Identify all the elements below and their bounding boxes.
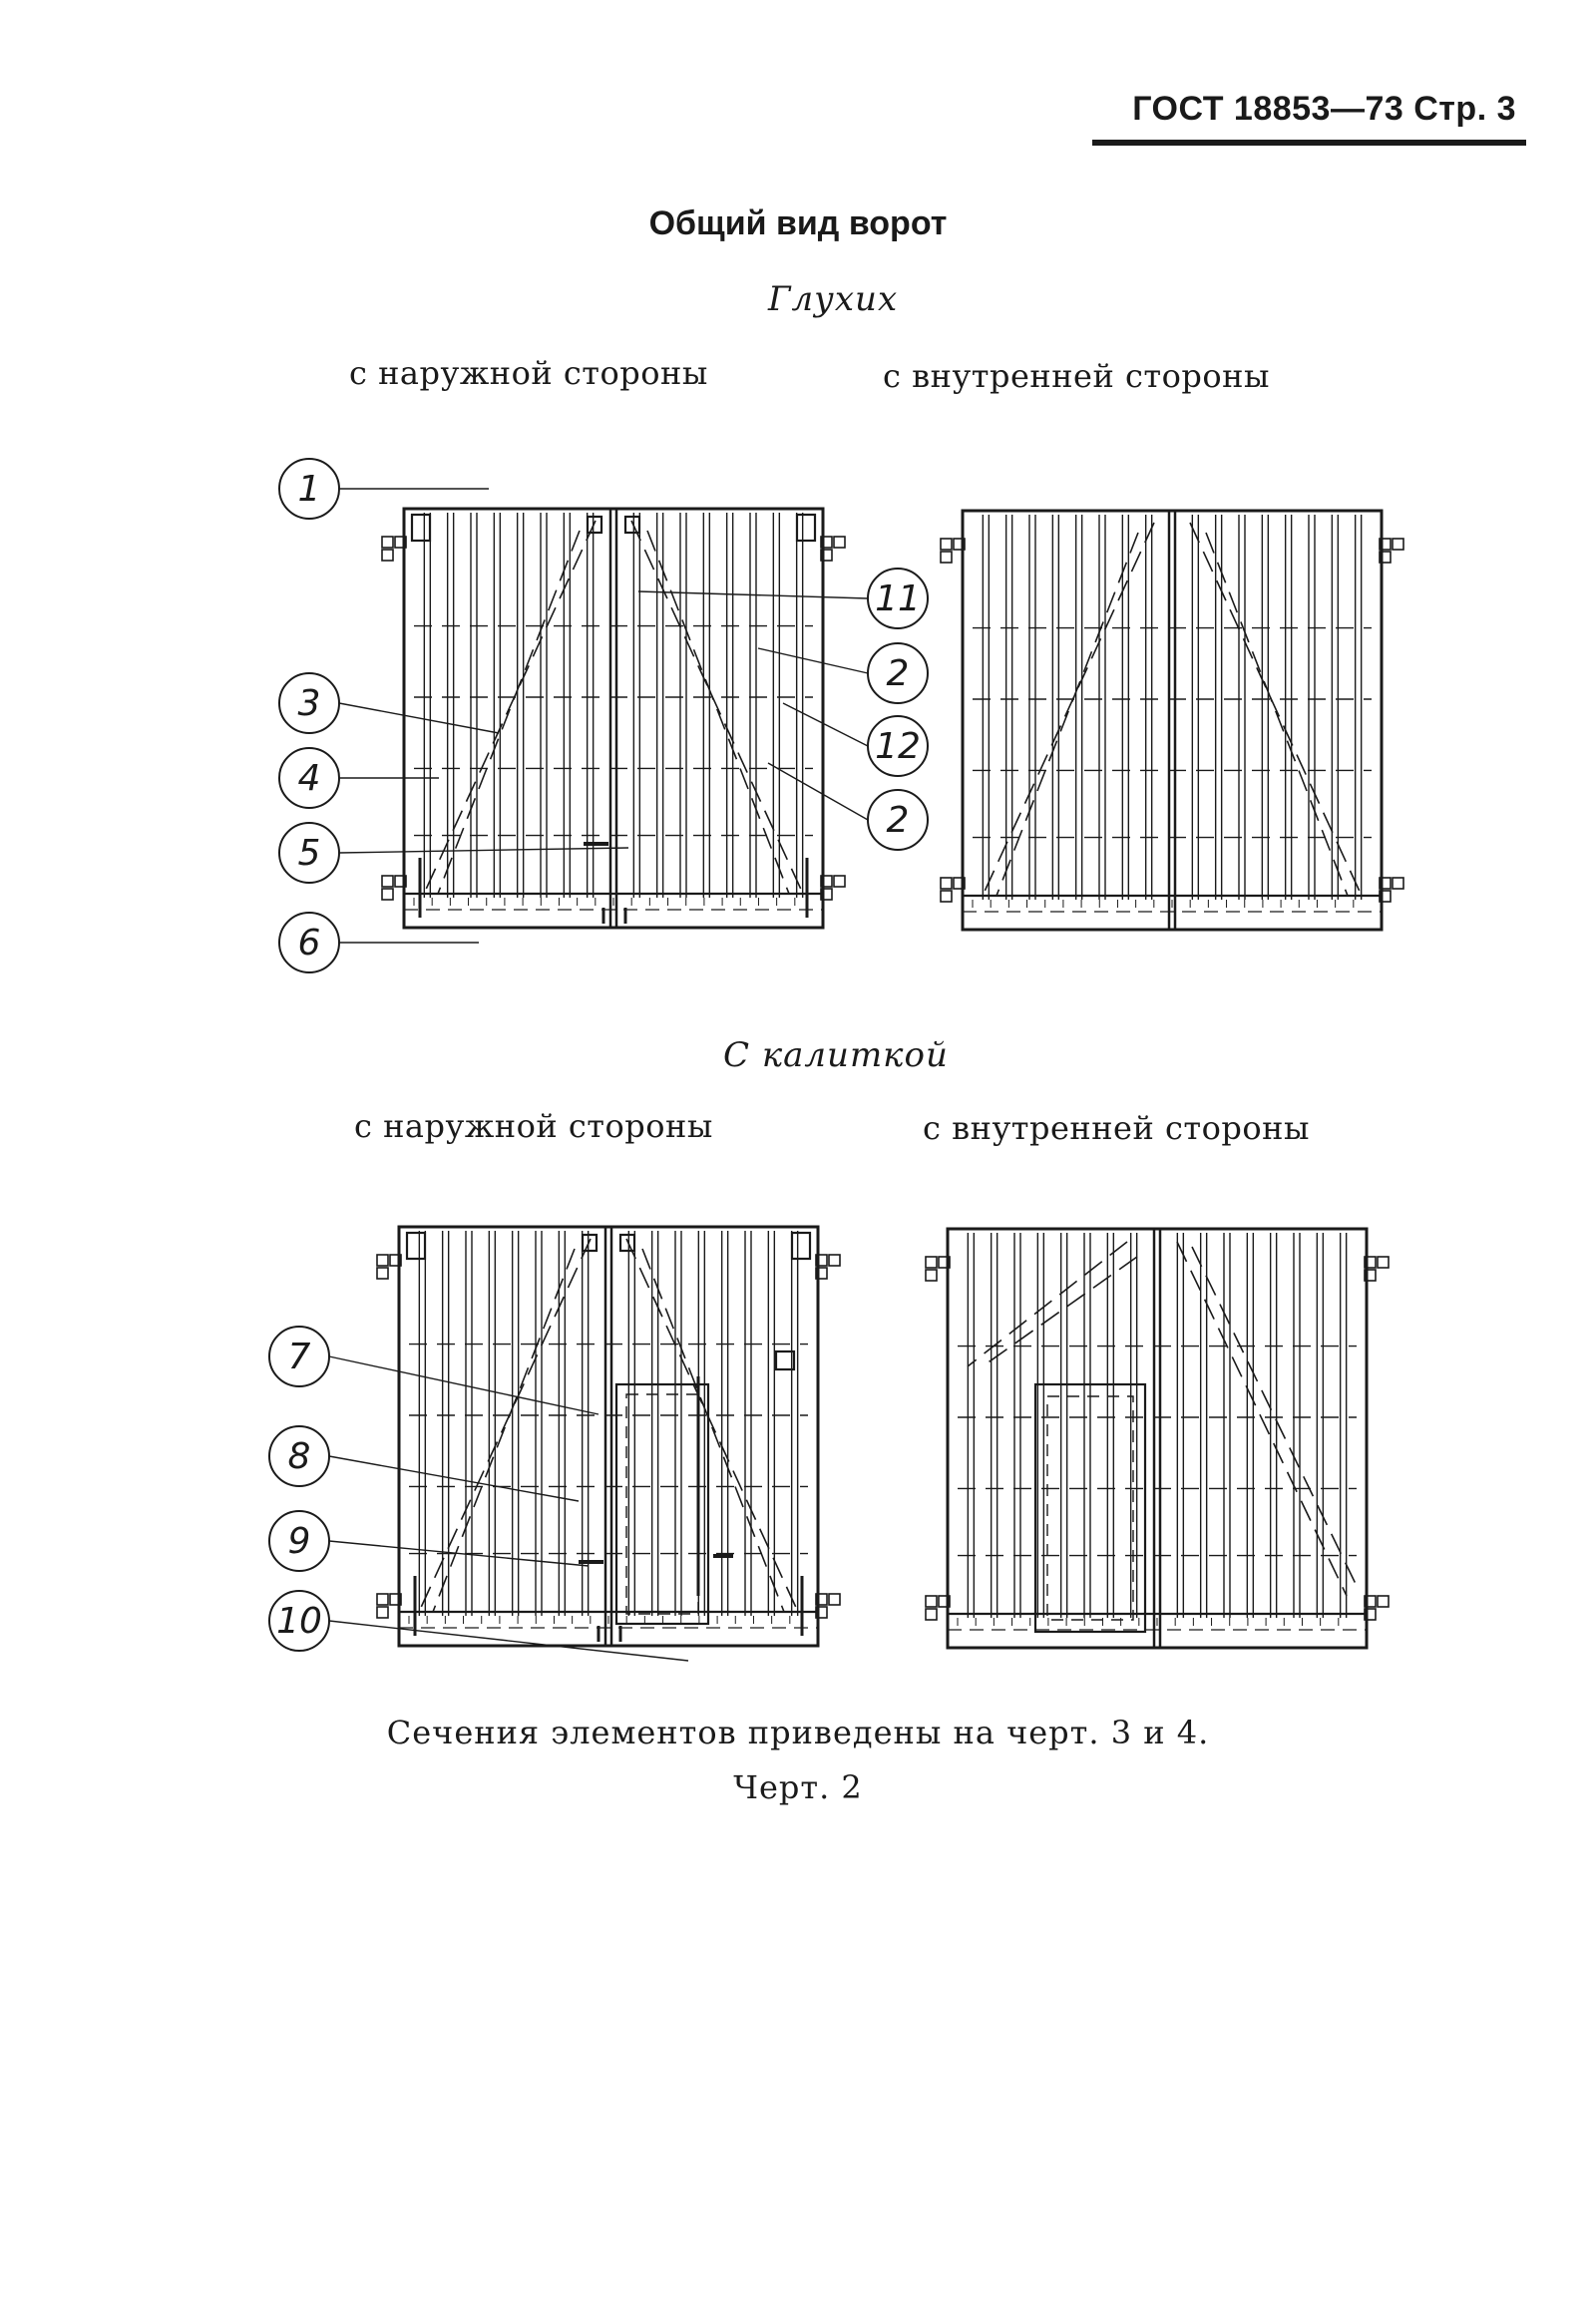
gate-wicket-outer-view	[376, 1225, 841, 1648]
callout-number: 2	[887, 653, 910, 694]
callout-number: 1	[298, 469, 321, 510]
sections-note: Сечения элементов приведены на черт. 3 и…	[386, 1714, 1210, 1751]
callout-number: 8	[288, 1436, 311, 1477]
label-inner-side-1: с внутренней стороны	[883, 357, 1270, 395]
callout-number: 5	[298, 833, 321, 874]
callout-number: 10	[276, 1601, 322, 1642]
label-outer-side-2: с наружной стороны	[354, 1107, 713, 1145]
label-outer-side-1: с наружной стороны	[349, 354, 708, 392]
callout-number: 2	[887, 800, 910, 841]
gate-solid-inner-view	[940, 509, 1404, 932]
section-title-solid: Глухих	[768, 279, 899, 319]
callout-number: 3	[298, 683, 321, 724]
gate-wicket-inner-view	[925, 1227, 1390, 1650]
page-title: Общий вид ворот	[648, 204, 948, 242]
callout-number: 4	[298, 758, 321, 799]
callout-number: 12	[875, 726, 921, 767]
section-title-wicket: С калиткой	[723, 1035, 949, 1075]
label-inner-side-2: с внутренней стороны	[923, 1109, 1310, 1147]
callouts: 1 3 4 5 6 11 2 12 2 7 8 9 10	[268, 458, 929, 1662]
callout-number: 6	[298, 923, 321, 963]
callout-number: 9	[288, 1521, 311, 1562]
callout-number: 11	[875, 578, 921, 619]
header-rule	[1092, 140, 1526, 146]
gate-solid-outer-view	[381, 507, 846, 930]
figure-caption: Черт. 2	[733, 1768, 863, 1806]
page-header: ГОСТ 18853—73 Стр. 3	[1132, 90, 1516, 128]
callout-number: 7	[288, 1337, 311, 1377]
